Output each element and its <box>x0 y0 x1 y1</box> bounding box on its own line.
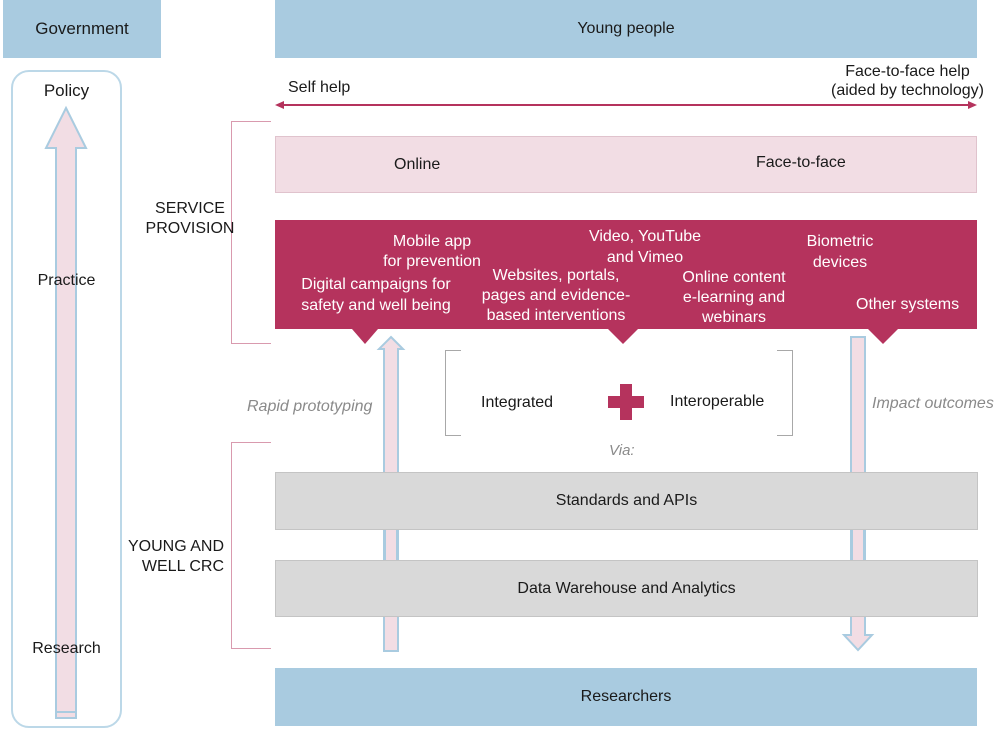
integrated-label: Integrated <box>481 394 554 411</box>
biometric-line1: Biometric <box>806 233 874 250</box>
online-to-face-box <box>275 136 977 193</box>
face-help-line2: (aided by technology) <box>831 82 984 99</box>
digital-campaigns-line1: Digital campaigns for <box>301 276 451 293</box>
help-spectrum-arrow <box>275 101 977 109</box>
young-well-bracket <box>231 442 271 649</box>
mobile-app-label: Mobile app for prevention <box>372 232 492 272</box>
service-provision-line1: SERVICE <box>155 200 225 217</box>
policy-up-arrow <box>44 105 88 719</box>
video-line2: and Vimeo <box>606 249 684 266</box>
researchers-label: Researchers <box>580 688 672 705</box>
standards-apis-label: Standards and APIs <box>555 492 698 509</box>
integrated-bracket-left <box>445 350 461 436</box>
video-line1: Video, YouTube <box>588 228 702 245</box>
plus-icon <box>608 384 644 420</box>
notch-left <box>352 329 378 344</box>
data-warehouse-box: Data Warehouse and Analytics <box>275 560 978 617</box>
online-content-line1: Online content <box>682 269 786 286</box>
online-content-label: Online content e-learning and webinars <box>668 268 800 328</box>
young-well-line2: WELL CRC <box>141 558 224 575</box>
online-content-line3: webinars <box>701 309 767 326</box>
young-well-label: YOUNG AND WELL CRC <box>124 537 224 577</box>
policy-column <box>11 70 122 728</box>
rapid-prototyping-label: Rapid prototyping <box>247 398 373 415</box>
service-provision-bracket <box>231 121 271 344</box>
interoperable-label: Interoperable <box>670 393 765 410</box>
rapid-arrow-overlay-1 <box>384 530 398 560</box>
young-people-label: Young people <box>577 20 675 37</box>
young-people-header: Young people <box>275 0 977 58</box>
policy-label: Policy <box>43 81 90 100</box>
government-header: Government <box>3 0 161 58</box>
face-help-label: Face-to-face help (aided by technology) <box>820 62 995 100</box>
service-provision-line2: PROVISION <box>145 220 235 237</box>
biometric-label: Biometric devices <box>790 231 890 273</box>
websites-line3: based interventions <box>486 307 626 324</box>
government-label: Government <box>35 19 129 38</box>
face-to-face-label: Face-to-face <box>756 154 846 171</box>
mobile-app-line1: Mobile app <box>392 233 472 250</box>
impact-arrow-overlay-1 <box>851 530 865 560</box>
young-well-line1: YOUNG AND <box>127 538 224 555</box>
mobile-app-line2: for prevention <box>383 253 481 270</box>
websites-line2: pages and evidence- <box>481 287 631 304</box>
online-content-line2: e-learning and <box>682 289 786 306</box>
notch-right <box>868 329 898 344</box>
data-warehouse-label: Data Warehouse and Analytics <box>517 579 736 597</box>
practice-label: Practice <box>37 272 96 289</box>
online-label: Online <box>394 156 441 173</box>
self-help-label: Self help <box>288 79 351 96</box>
video-label: Video, YouTube and Vimeo <box>580 226 710 268</box>
service-channels-box <box>275 220 977 329</box>
digital-campaigns-line2: safety and well being <box>301 297 451 314</box>
via-label: Via: <box>609 442 635 459</box>
research-label: Research <box>32 640 101 657</box>
biometric-line2: devices <box>812 254 868 271</box>
service-provision-label: SERVICE PROVISION <box>140 199 240 239</box>
notch-middle <box>608 329 638 344</box>
websites-line1: Websites, portals, <box>492 267 620 284</box>
digital-campaigns-label: Digital campaigns for safety and well be… <box>290 274 462 316</box>
standards-apis-box: Standards and APIs <box>275 472 978 530</box>
face-help-line1: Face-to-face help <box>845 63 970 80</box>
impact-outcomes-label: Impact outcomes <box>872 395 994 412</box>
websites-label: Websites, portals, pages and evidence- b… <box>472 266 640 326</box>
other-systems-label: Other systems <box>856 296 960 313</box>
integrated-bracket-right <box>777 350 793 436</box>
researchers-footer: Researchers <box>275 668 977 726</box>
